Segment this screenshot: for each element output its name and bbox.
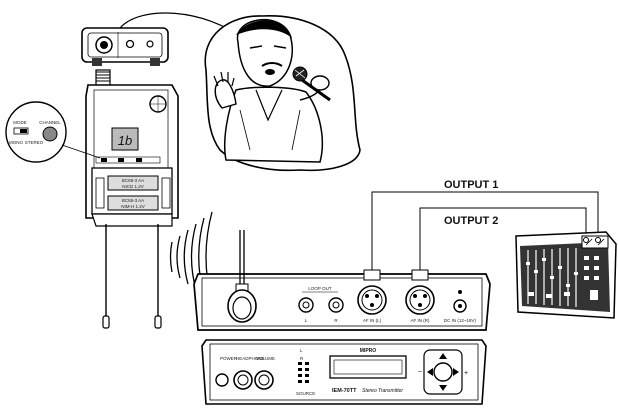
loop-out-r-label: R [334,318,338,323]
power-button[interactable] [215,373,229,387]
dc-in-label: DC IN (12~18V) [444,318,477,323]
channel-button-icon [42,126,58,142]
af-in-r-xlr [405,269,435,315]
bodypack-receiver: 1b BC68-3 AA NICD 1.2V BC68-3 AA NIM-H 1… [85,69,179,329]
stereo-label: STEREO [25,140,44,145]
right-arrow-icon[interactable] [453,368,459,376]
left-arrow-icon[interactable] [427,368,433,376]
down-arrow-icon[interactable] [439,385,447,391]
model-label: IEM-70TT [332,388,357,394]
lcd-display [329,355,407,379]
svg-text:+: + [464,370,468,377]
up-arrow-icon[interactable] [439,353,447,359]
led-l-label: L [300,348,303,353]
navigation-pad[interactable]: − + [418,349,468,395]
led-r-label: R [300,356,304,361]
battery-1-spec: NICD 1.2V [122,184,144,189]
output-cables [371,191,599,278]
loop-out-label: LOOP OUT [308,286,331,291]
mono-label: MONO [9,140,23,145]
mode-label: MODE [13,120,27,125]
set-button[interactable] [433,362,453,382]
svg-text:−: − [418,369,422,376]
af-in-r-label: AF IN (R) [411,318,430,323]
battery-2-spec: NIM-H 1.2V [121,204,145,209]
source-label: SOURCE [296,391,315,396]
receiver-top-view [81,27,169,66]
battery-1-label: BC68-3 AA [122,178,144,183]
transmitter-rear-panel: LOOP OUT L R AF IN (L) AF IN (R) DC IN (… [193,230,491,331]
power-label: POWER [220,356,238,361]
output-2-label: OUTPUT 2 [444,215,498,227]
transmitter-front-panel: POWER HEADPHONE VOLUME L R SOURCE MIPRO … [201,339,487,405]
channel-label: CHANNEL [39,120,61,125]
receiver-display: 1b [118,133,132,148]
mixing-console [515,231,617,319]
headphone-label: HEADPHONE [236,356,265,361]
battery-2-label: BC68-3 AA [122,198,144,203]
af-in-l-xlr [357,269,387,315]
model-subtitle: Stereo Transmitter [362,388,403,394]
mode-channel-callout: MODE CHANNEL MONO STEREO [5,101,101,163]
volume-label: VOLUME [256,356,275,361]
singer-illustration [204,15,361,172]
brand-logo: MIPRO [360,348,377,354]
loop-out-l-label: L [305,318,308,323]
af-in-l-label: AF IN (L) [363,318,382,323]
output-1-label: OUTPUT 1 [444,179,498,191]
